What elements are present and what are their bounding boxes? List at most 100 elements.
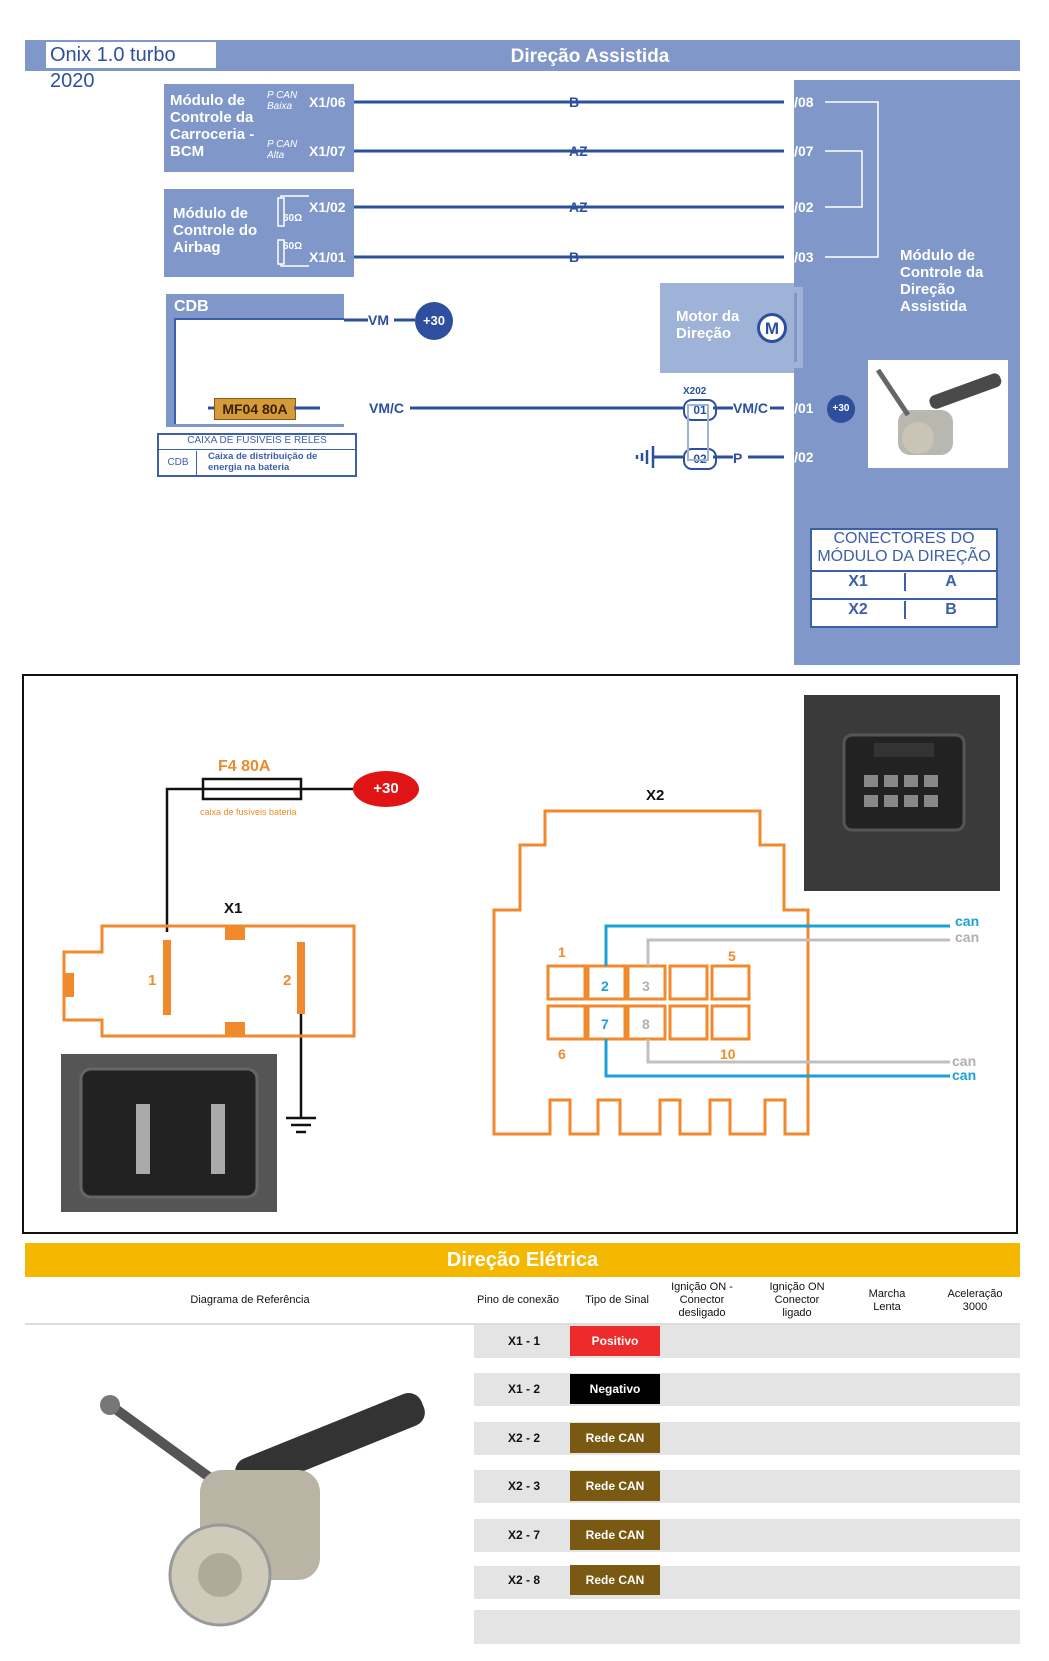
th-signal: Tipo de Sinal (585, 1294, 649, 1306)
eps-pin-b07: B/07 (784, 143, 814, 159)
plus30-red-badge: +30 (353, 771, 419, 807)
x202-bracket (687, 404, 709, 461)
th-idle: Marcha Lenta (868, 1288, 906, 1313)
bcm-block (164, 84, 354, 172)
x2-pin-7: 7 (601, 1016, 609, 1032)
internal-loop-2 (825, 150, 863, 208)
row-2-signal: Negativo (570, 1374, 660, 1404)
airbag-pin-1: X1/02 (309, 199, 346, 215)
internal-loop-1 (825, 101, 879, 258)
plus30-badge: +30 (415, 302, 453, 340)
th-ign-on: Ignição ON Conector ligado (769, 1281, 825, 1319)
airbag-pin-2: X1/01 (309, 249, 346, 265)
table-header-divider (25, 1323, 1020, 1325)
table-row (474, 1325, 1020, 1358)
x2-outline (492, 809, 810, 1136)
table-row (474, 1470, 1020, 1503)
fusebox-code: CDB (160, 451, 197, 475)
can-label-3: can (952, 1053, 977, 1069)
x1-pin-2: 2 (283, 972, 292, 989)
cdb-vmc-wire: VM/C (369, 400, 404, 416)
th-ign-off: Ignição ON - Conector desligado (671, 1281, 733, 1319)
x1-terminal-1 (163, 940, 171, 1015)
eps-pin-a01: A/01 (784, 400, 814, 416)
x202-label: X202 (683, 386, 707, 397)
row-6-signal: Rede CAN (570, 1565, 660, 1595)
x2-pin-6: 6 (558, 1046, 566, 1062)
conn-row-1-col-2: A (945, 573, 957, 590)
row-6-pin: X2 - 8 (507, 1573, 540, 1587)
eps-photo (868, 360, 1008, 468)
row-1-signal: Positivo (570, 1326, 660, 1356)
conn-row-2-col-2: B (945, 601, 957, 618)
fusebox-desc: Caixa de distribuição de energia na bate… (208, 451, 318, 473)
steering-column-image (80, 1375, 440, 1645)
row-3-pin: X2 - 2 (507, 1431, 540, 1445)
x1-connector-photo (61, 1054, 277, 1212)
can-wire-pin3 (646, 938, 950, 966)
resistor-2-label: 60Ω (283, 241, 303, 252)
th-diagram: Diagrama de Referência (190, 1294, 310, 1306)
x1-label: X1 (224, 900, 243, 917)
eps-pin-a02: A/02 (784, 449, 814, 465)
can-label-2: can (955, 929, 980, 945)
table-row (474, 1373, 1020, 1406)
table-row (474, 1422, 1020, 1455)
x2-connector-photo (804, 695, 1000, 891)
table-row (474, 1566, 1020, 1599)
eps-p-wire: P (733, 450, 743, 466)
can-low-label: P CAN Baixa (267, 90, 298, 112)
pinout-drawing (62, 777, 950, 1136)
can-label-4: can (952, 1067, 977, 1083)
conn-divider (812, 598, 996, 600)
airbag-block (164, 189, 354, 277)
conn-row-1-col-1: X1 (812, 573, 906, 591)
x1-outline (62, 924, 356, 1038)
can-wire-pin2 (604, 924, 950, 966)
eps-vmc-wire: VM/C (733, 400, 768, 416)
x1-pin-1: 1 (148, 972, 157, 989)
bcm-pin-1: X1/06 (309, 94, 346, 110)
cdb-pin: X4/A (320, 400, 352, 416)
x2-pin-8: 8 (642, 1016, 650, 1032)
x2-pin-1: 1 (558, 944, 566, 960)
x2-pin-5: 5 (728, 948, 736, 964)
table-title: Direção Elétrica (25, 1243, 1020, 1277)
th-pin: Pino de conexão (477, 1294, 559, 1306)
row-3-signal: Rede CAN (570, 1423, 660, 1453)
row-4-pin: X2 - 3 (507, 1479, 540, 1493)
motor-symbol: M (757, 313, 787, 343)
resistor-1 (277, 197, 285, 227)
wiring-lines (208, 100, 879, 468)
fusebox-title: CAIXA DE FUSÍVEIS E RELÉS (157, 433, 357, 450)
fuse-f4-label: F4 80A (218, 758, 271, 775)
cdb-label: CDB (174, 298, 209, 315)
can-label-1: can (955, 913, 980, 929)
x1-terminal-2 (297, 942, 305, 1014)
eps-pin-b08: B/08 (784, 94, 814, 110)
resistor-2 (277, 239, 285, 265)
row-5-signal: Rede CAN (570, 1520, 660, 1550)
cdb-vm-wire: VM (368, 312, 389, 328)
row-1-pin: X1 - 1 (507, 1334, 540, 1348)
mf04-fuse: MF04 80A (214, 398, 296, 420)
row-5-pin: X2 - 7 (507, 1528, 540, 1542)
diagram-title: Direção Assistida (510, 46, 670, 67)
connector-table-title: CONECTORES DO MÓDULO DA DIREÇÃO (812, 530, 996, 572)
x2-pin-2: 2 (601, 978, 609, 994)
table-row (474, 1610, 1020, 1644)
th-accel: Aceleração 3000 (947, 1288, 1003, 1313)
bcm-pin-2: X1/07 (309, 143, 346, 159)
x2-pin-3: 3 (642, 978, 650, 994)
eps-plus30-badge: +30 (827, 395, 855, 423)
x2-label: X2 (646, 787, 665, 804)
fusebox-legend (157, 433, 357, 477)
bcm-label: Módulo de Controle da Carroceria - BCM (170, 92, 255, 160)
eps-module-label: Módulo de Controle da Direção Assistida (900, 247, 984, 315)
airbag-label: Módulo de Controle do Airbag (173, 205, 258, 256)
motor-bracket (782, 287, 803, 368)
eps-pin-b03: B/03 (784, 249, 814, 265)
can-high-label: P CAN Alta (267, 139, 298, 161)
fuse-note: caixa de fusíveis bateria (200, 807, 297, 817)
x1-pin1-wire (165, 787, 203, 932)
